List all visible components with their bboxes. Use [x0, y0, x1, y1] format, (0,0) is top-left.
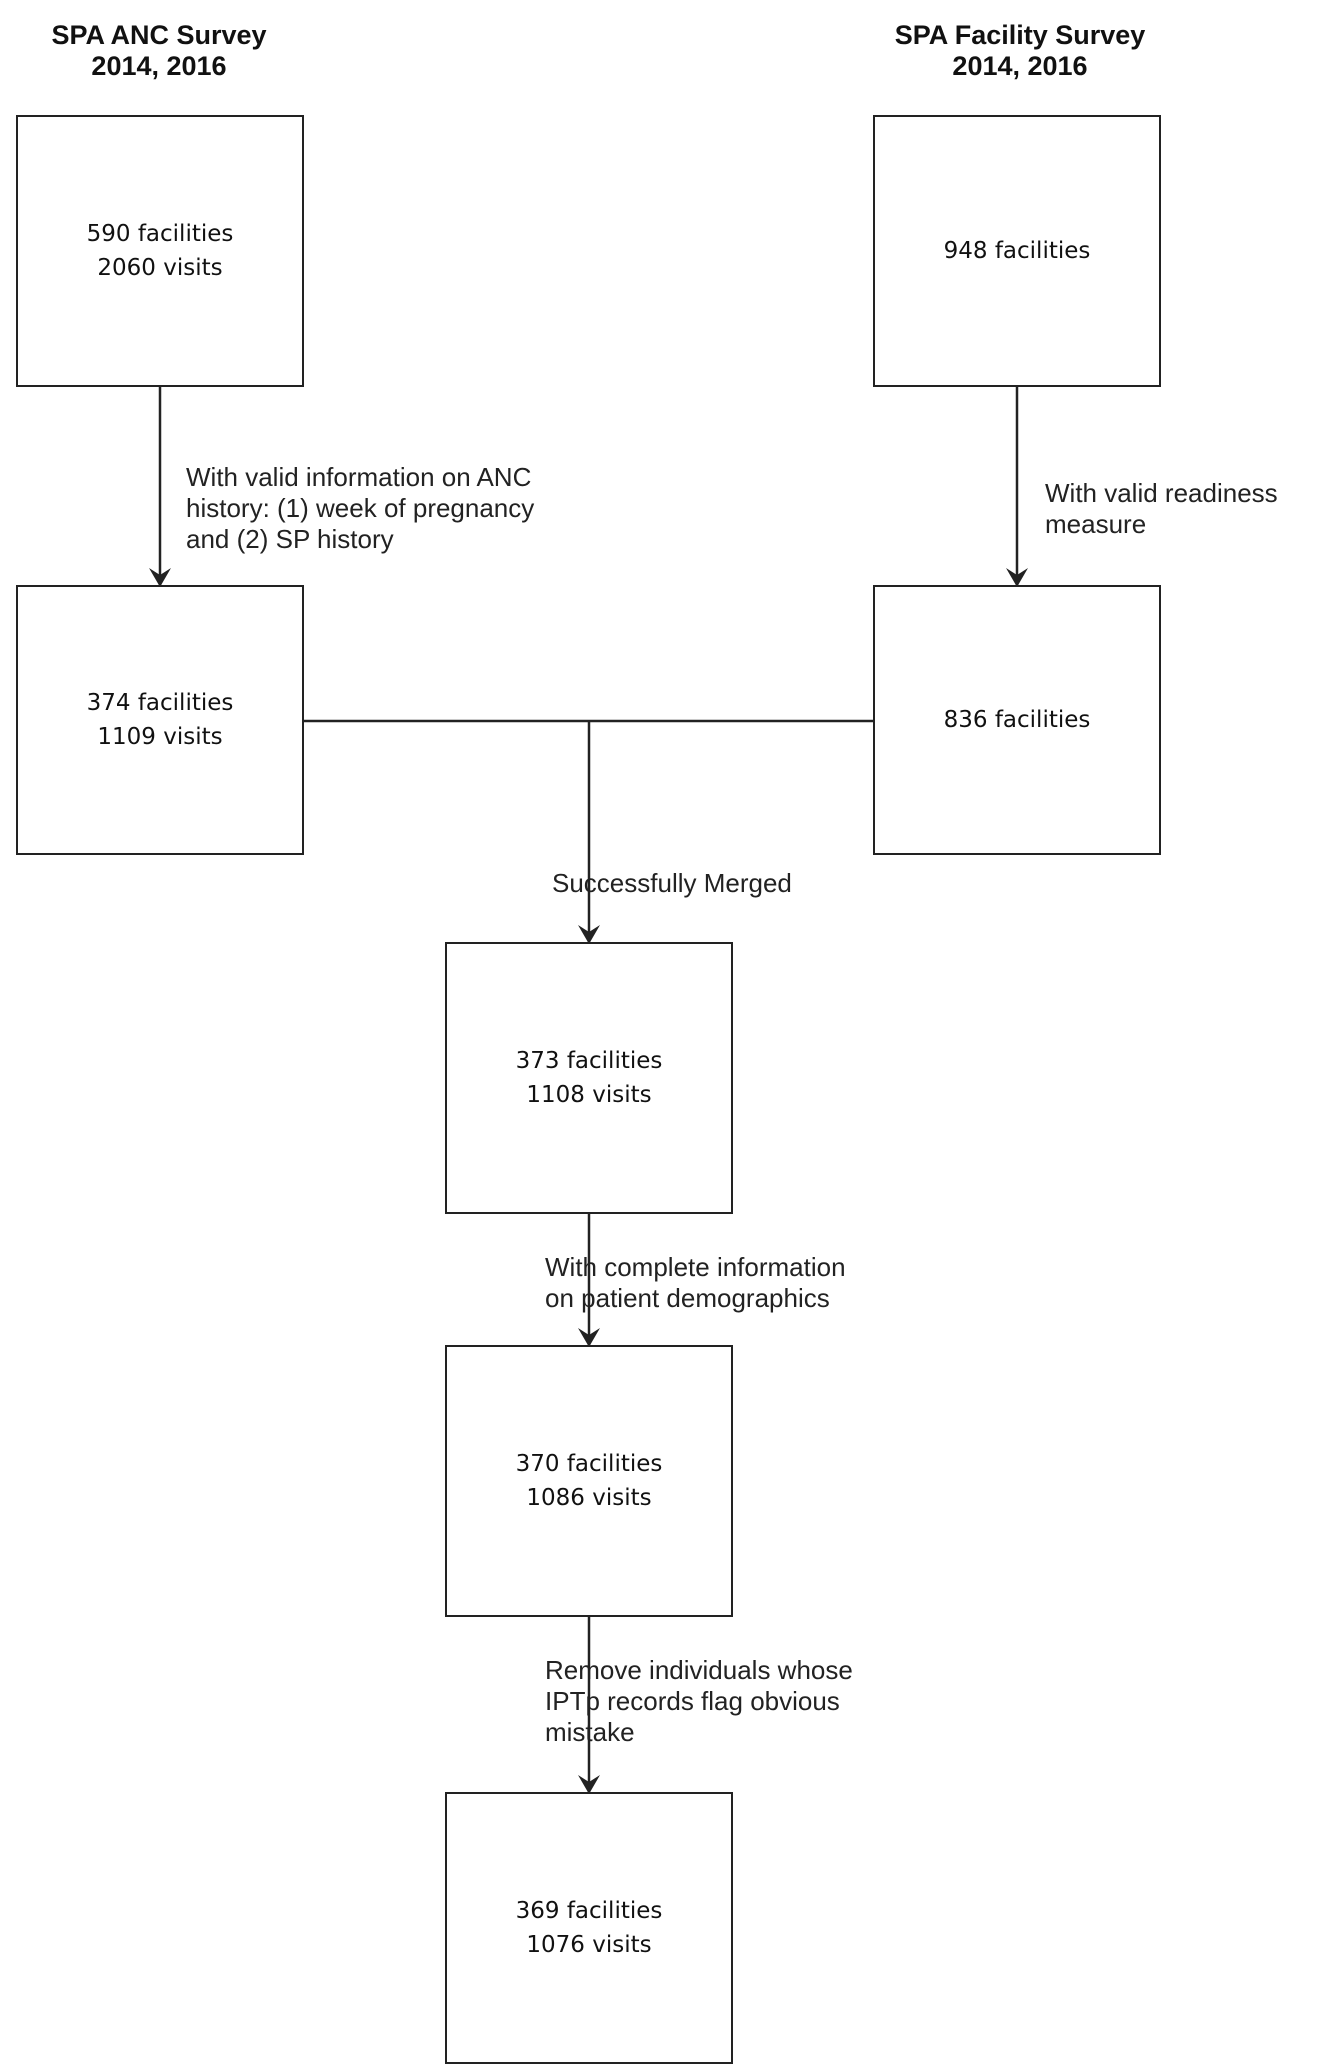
header-anc-survey: SPA ANC Survey 2014, 2016	[20, 20, 298, 82]
box-final-facilities: 369 facilities	[515, 1898, 663, 1924]
box-facility-start: 948 facilities	[873, 115, 1161, 387]
label-anc-filter-line3: and (2) SP history	[186, 524, 394, 554]
box-facility-valid: 836 facilities	[873, 585, 1161, 855]
header-facility-survey: SPA Facility Survey 2014, 2016	[870, 20, 1170, 82]
box-facility-valid-facilities: 836 facilities	[943, 707, 1091, 733]
box-demographics-facilities: 370 facilities	[515, 1451, 663, 1477]
box-merged-facilities: 373 facilities	[515, 1048, 663, 1074]
box-anc-start-facilities: 590 facilities	[86, 221, 234, 247]
box-final: 369 facilities 1076 visits	[445, 1792, 733, 2064]
label-facility-filter: With valid readiness measure	[1045, 478, 1313, 540]
label-iptp-filter: Remove individuals whose IPTp records fl…	[545, 1655, 885, 1748]
label-anc-filter-line2: history: (1) week of pregnancy	[186, 493, 535, 523]
box-anc-valid-visits: 1109 visits	[97, 724, 223, 750]
label-facility-filter-line2: measure	[1045, 509, 1147, 539]
arrowhead-anc-filter	[149, 568, 171, 587]
arrowhead-iptp	[578, 1775, 600, 1794]
label-merge-line1: Successfully Merged	[552, 868, 792, 898]
header-anc-line1: SPA ANC Survey	[51, 20, 267, 50]
header-facility-line1: SPA Facility Survey	[894, 20, 1146, 50]
label-anc-filter-line1: With valid information on ANC	[186, 462, 532, 492]
arrowhead-facility-filter	[1006, 568, 1028, 587]
box-anc-start: 590 facilities 2060 visits	[16, 115, 304, 387]
arrowhead-demographics	[578, 1328, 600, 1347]
label-iptp-filter-line2: IPTp records flag obvious	[545, 1686, 840, 1716]
box-facility-start-facilities: 948 facilities	[943, 238, 1091, 264]
label-merge: Successfully Merged	[552, 868, 852, 899]
label-facility-filter-line1: With valid readiness	[1045, 478, 1278, 508]
label-demographics-filter-line1: With complete information	[545, 1252, 846, 1282]
box-anc-valid: 374 facilities 1109 visits	[16, 585, 304, 855]
box-merged-visits: 1108 visits	[526, 1082, 652, 1108]
box-merged: 373 facilities 1108 visits	[445, 942, 733, 1214]
label-demographics-filter: With complete information on patient dem…	[545, 1252, 885, 1314]
header-anc-line2: 2014, 2016	[91, 51, 227, 81]
box-demographics-visits: 1086 visits	[526, 1485, 652, 1511]
arrowhead-merge	[578, 925, 600, 944]
box-anc-valid-facilities: 374 facilities	[86, 690, 234, 716]
box-demographics: 370 facilities 1086 visits	[445, 1345, 733, 1617]
label-anc-filter: With valid information on ANC history: (…	[186, 462, 606, 555]
label-iptp-filter-line1: Remove individuals whose	[545, 1655, 853, 1685]
box-final-visits: 1076 visits	[526, 1932, 652, 1958]
box-anc-start-visits: 2060 visits	[97, 255, 223, 281]
label-demographics-filter-line2: on patient demographics	[545, 1283, 830, 1313]
header-facility-line2: 2014, 2016	[952, 51, 1088, 81]
label-iptp-filter-line3: mistake	[545, 1717, 635, 1747]
